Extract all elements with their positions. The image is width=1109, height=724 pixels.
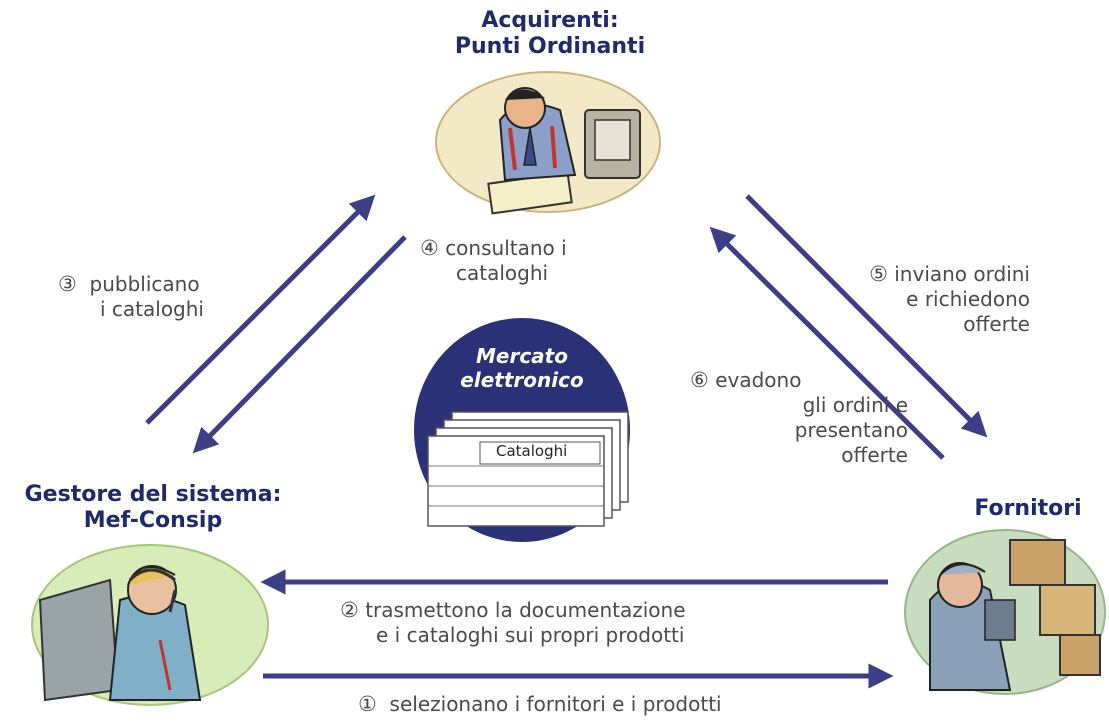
buyers-title-line1: Acquirenti: xyxy=(481,8,619,33)
step-5-number: ⑤ xyxy=(869,262,888,286)
step-6-line1: evadono xyxy=(715,368,802,392)
step-2-line1: trasmettono la documentazione xyxy=(365,598,686,622)
manager-title-line1: Gestore del sistema: xyxy=(24,482,282,507)
market-title-line2: elettronico xyxy=(460,368,584,392)
step-1-label: ① selezionano i fornitori e i prodotti xyxy=(358,692,722,717)
step-3-line2: i cataloghi xyxy=(100,297,204,321)
step-6-line4: offerte xyxy=(841,443,908,467)
step-5-line3: offerte xyxy=(963,312,1030,336)
step-2-number: ② xyxy=(340,598,359,622)
step-3-number: ③ xyxy=(58,272,77,296)
office-worker-clipart-icon xyxy=(435,71,661,215)
warehouse-worker-clipart-icon xyxy=(904,529,1106,695)
arrow-manager-to-buyers xyxy=(145,194,376,425)
step-5-line2: e richiedono xyxy=(906,287,1030,311)
step-4-line2: cataloghi xyxy=(456,261,549,285)
step-5-line1: inviano ordini xyxy=(894,262,1030,286)
step-1-line1: selezionano i fornitori e i prodotti xyxy=(389,692,722,716)
market-circle xyxy=(414,318,630,542)
step-2-label: ② trasmettono la documentazione e i cata… xyxy=(340,598,686,648)
step-4-number: ④ xyxy=(420,236,439,260)
arrow-suppliers-to-buyers xyxy=(709,226,945,460)
call-center-operator-clipart-icon xyxy=(31,544,269,706)
step-6-number: ⑥ xyxy=(690,368,709,392)
step-6-label: ⑥ evadono gli ordini e presentano offert… xyxy=(690,368,908,468)
step-4-label: ④ consultano i cataloghi xyxy=(420,236,567,286)
step-3-line1: pubblicano xyxy=(89,272,200,296)
step-3-label: ③ pubblicano i cataloghi xyxy=(58,272,204,322)
step-5-label: ⑤ inviano ordini e richiedono offerte xyxy=(845,262,1030,337)
buyers-title: Acquirenti: Punti Ordinanti xyxy=(430,8,670,60)
market-title-line1: Mercato xyxy=(476,344,568,368)
buyers-title-line2: Punti Ordinanti xyxy=(454,34,646,59)
step-2-line2: e i cataloghi sui propri prodotti xyxy=(376,623,685,647)
step-6-line3: presentano xyxy=(794,418,908,442)
arrow-buyers-to-manager xyxy=(192,235,407,454)
manager-title-line2: Mef-Consip xyxy=(83,508,223,533)
market-title: Mercato elettronico xyxy=(452,344,592,392)
step-4-line1: consultano i xyxy=(445,236,567,260)
manager-title: Gestore del sistema: Mef-Consip xyxy=(0,482,306,534)
step-6-line2: gli ordini e xyxy=(802,393,908,417)
suppliers-title-line1: Fornitori xyxy=(974,496,1082,521)
suppliers-title: Fornitori xyxy=(948,496,1108,522)
arrow-buyers-to-suppliers xyxy=(745,194,988,438)
catalog-label: Cataloghi xyxy=(496,442,568,460)
step-1-number: ① xyxy=(358,692,377,716)
